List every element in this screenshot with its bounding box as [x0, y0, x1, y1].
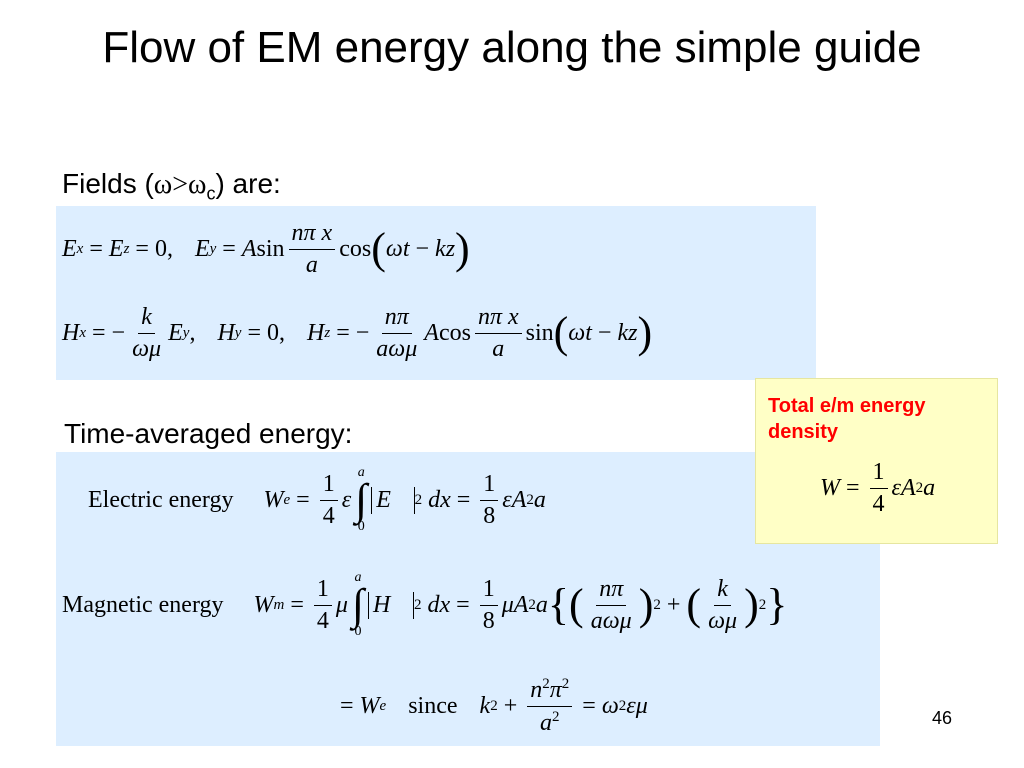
- electric-energy-label: Electric energy: [88, 486, 234, 513]
- fields-equation-box: [56, 206, 816, 380]
- fields-label: Fields (ω>ωc) are:: [62, 168, 281, 205]
- page-number: 46: [932, 708, 953, 728]
- since-label: since: [408, 692, 458, 719]
- magnetic-energy-label: Magnetic energy: [62, 591, 224, 618]
- slide-title: Flow of EM energy along the simple guide: [102, 23, 922, 72]
- time-averaged-label: Time-averaged energy:: [64, 418, 353, 449]
- fields-label-subscript: c: [206, 183, 216, 204]
- fields-label-symbol: ω>ω: [153, 169, 207, 200]
- callout-title: Total e/m energy density: [768, 395, 926, 443]
- fields-label-post: ) are:: [215, 168, 281, 199]
- energy-equation-box: [56, 452, 880, 746]
- fields-label-pre: Fields (: [62, 168, 154, 199]
